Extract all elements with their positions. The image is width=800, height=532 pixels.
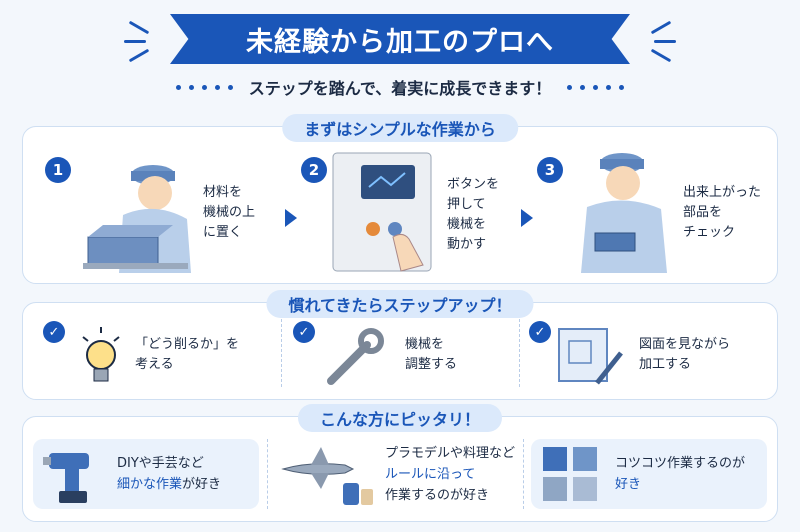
step-description: ボタンを 押して 機械を 動かす — [447, 177, 500, 252]
step-number: 3 — [537, 157, 563, 183]
subtitle-row: ステップを踏んで、着実に成長できます！ — [0, 72, 800, 102]
puzzle-pieces-icon — [543, 447, 597, 501]
candidate-card: プラモデルや料理など ルールに沿って 作業するのが好き — [275, 439, 515, 509]
page-subtitle: ステップを踏んで、着実に成長できます！ — [248, 79, 552, 98]
section-simple-work: まずはシンプルな作業から 1 材料を 機械の上 に置く 2 ボタンを 押して 機… — [22, 114, 778, 284]
sparkle-icon — [650, 48, 672, 63]
card-description: プラモデルや料理など ルールに沿って 作業するのが好き — [385, 446, 516, 503]
step-number: 2 — [301, 157, 327, 183]
sparkle-icon — [650, 20, 672, 35]
section-heading: まずはシンプルな作業から — [282, 114, 518, 142]
model-airplane-icon — [281, 447, 373, 505]
dashed-divider — [519, 319, 520, 387]
arrow-right-icon — [285, 209, 297, 227]
title-banner: 未経験から加工のプロへ — [170, 14, 630, 64]
section-heading: こんな方にピッタリ！ — [297, 404, 503, 432]
lightbulb-icon — [82, 327, 120, 382]
section-ideal-candidates: こんな方にピッタリ！ DIYや手芸など 細かな作業が好き プラモデルや料理など … — [22, 404, 778, 522]
card-description: DIYや手芸など 細かな作業が好き — [117, 456, 222, 492]
sparkle-icon — [128, 48, 150, 63]
machine-button-press-icon — [332, 152, 432, 272]
candidate-card: コツコツ作業するのが 好き — [531, 439, 767, 509]
arrow-right-icon — [521, 209, 533, 227]
sparkle-icon — [124, 40, 146, 43]
worker-checking-part-icon — [581, 153, 667, 273]
item-description: 機械を 調整する — [405, 337, 458, 372]
worker-placing-material-icon — [83, 165, 191, 273]
dots-decoration — [175, 84, 233, 90]
dashed-divider — [267, 439, 268, 509]
step-description: 出来上がった 部品を チェック — [683, 185, 762, 240]
card-description: コツコツ作業するのが 好き — [615, 456, 746, 492]
checkmark-icon: ✓ — [293, 321, 315, 343]
dashed-divider — [523, 439, 524, 509]
sparkle-icon — [128, 20, 150, 35]
dashed-divider — [281, 319, 282, 387]
step-number: 1 — [45, 157, 71, 183]
power-drill-icon — [43, 453, 89, 503]
dots-decoration — [567, 84, 625, 90]
wrench-icon — [327, 328, 384, 385]
section-heading: 慣れてきたらステップアップ！ — [266, 290, 534, 318]
section-step-up: 慣れてきたらステップアップ！ ✓ 「どう削るか」を 考える ✓ 機械を 調整する… — [22, 290, 778, 400]
blueprint-pencil-icon — [558, 328, 623, 385]
item-description: 図面を見ながら 加工する — [639, 337, 731, 372]
page-title: 未経験から加工のプロへ — [246, 26, 554, 58]
checkmark-icon: ✓ — [529, 321, 551, 343]
step-description: 材料を 機械の上 に置く — [203, 185, 256, 240]
checkmark-icon: ✓ — [43, 321, 65, 343]
candidate-card: DIYや手芸など 細かな作業が好き — [33, 439, 259, 509]
sparkle-icon — [654, 40, 676, 43]
item-description: 「どう削るか」を 考える — [135, 337, 240, 372]
